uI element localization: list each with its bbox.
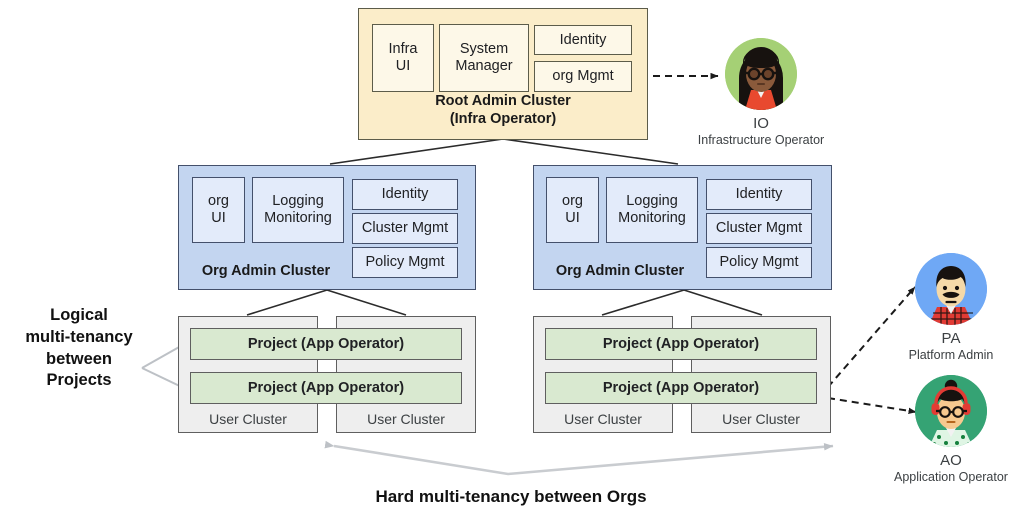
project-right-1[interactable]: Project (App Operator) [545,328,817,360]
hard-multitenancy-note: Hard multi-tenancy between Orgs [375,487,647,506]
org-right-component-identity[interactable]: Identity [706,179,812,210]
persona-ao-initials: AO [940,452,962,469]
org-admin-cluster-left-title: Org Admin Cluster [201,263,331,279]
root-component-infra-ui[interactable]: Infra UI [372,24,434,92]
persona-pa-initials: PA [941,330,961,347]
connector-org-left-to-userclusters [246,289,407,316]
org-left-component-logging-monitoring[interactable]: Logging Monitoring [252,177,344,243]
logical-multitenancy-note: Logical multi-tenancy between Projects [14,305,144,392]
user-cluster-left-2-label: User Cluster [367,411,445,427]
org-admin-cluster-right-title: Org Admin Cluster [555,263,685,279]
user-cluster-left-1-label: User Cluster [209,411,287,427]
org-left-component-cluster-mgmt-label: Cluster Mgmt [361,220,449,237]
org-left-component-policy-mgmt-label: Policy Mgmt [365,254,445,271]
project-right-2-label: Project (App Operator) [602,379,760,396]
project-left-2[interactable]: Project (App Operator) [190,372,462,404]
persona-ao-role: Application Operator [894,470,1008,484]
root-component-system-manager[interactable]: System Manager [439,24,529,92]
root-component-identity[interactable]: Identity [534,25,632,55]
org-left-component-policy-mgmt[interactable]: Policy Mgmt [352,247,458,278]
root-component-org-mgmt[interactable]: org Mgmt [534,61,632,92]
org-right-component-identity-label: Identity [735,186,783,203]
org-left-component-org-ui[interactable]: org UI [192,177,245,243]
org-left-component-logging-monitoring-line1: Logging [272,193,324,210]
persona-ao[interactable]: AO Application Operator [885,375,1017,484]
logical-multitenancy-note-line3: between [45,349,113,368]
org-right-component-org-ui-line2: UI [565,210,580,226]
project-left-2-label: Project (App Operator) [247,379,405,396]
org-left-component-identity[interactable]: Identity [352,179,458,210]
platform-admin-avatar [915,253,987,325]
org-right-component-cluster-mgmt[interactable]: Cluster Mgmt [706,213,812,244]
project-left-1[interactable]: Project (App Operator) [190,328,462,360]
org-right-component-policy-mgmt[interactable]: Policy Mgmt [706,247,812,278]
root-component-system-manager-line2: Manager [455,58,513,74]
user-cluster-right-1-label: User Cluster [564,411,642,427]
org-left-component-logging-monitoring-line2: Monitoring [264,210,332,226]
root-component-infra-ui-line1: Infra [388,41,418,58]
persona-pa[interactable]: PA Platform Admin [885,253,1017,362]
org-left-component-identity-label: Identity [381,186,429,203]
org-left-component-cluster-mgmt[interactable]: Cluster Mgmt [352,213,458,244]
root-component-infra-ui-line2: UI [395,58,411,74]
org-right-component-org-ui[interactable]: org UI [546,177,599,243]
root-admin-cluster-title-line2: (Infra Operator) [449,110,557,127]
org-right-component-policy-mgmt-label: Policy Mgmt [719,254,799,271]
arrow-hard-multitenancy [324,440,834,476]
connector-org-right-to-userclusters [601,289,763,316]
org-right-component-org-ui-line1: org [562,193,583,210]
root-component-system-manager-line1: System [459,41,509,58]
org-left-component-org-ui-line1: org [208,193,229,210]
root-admin-cluster-title: Root Admin Cluster (Infra Operator) [358,93,648,128]
root-component-org-mgmt-label: org Mgmt [552,68,614,85]
project-right-2[interactable]: Project (App Operator) [545,372,817,404]
persona-io-initials: IO [753,115,769,132]
project-right-1-label: Project (App Operator) [602,335,760,352]
org-right-component-logging-monitoring[interactable]: Logging Monitoring [606,177,698,243]
persona-io[interactable]: IO Infrastructure Operator [695,38,827,147]
root-component-identity-label: Identity [559,31,607,48]
connector-root-to-orgs [329,138,679,165]
persona-pa-role: Platform Admin [908,348,994,362]
application-operator-avatar [915,375,987,447]
user-cluster-right-2-label: User Cluster [722,411,800,427]
logical-multitenancy-note-line4: Projects [46,371,112,390]
org-right-component-logging-monitoring-line2: Monitoring [618,210,686,226]
root-admin-cluster-title-line1: Root Admin Cluster [435,93,571,109]
logical-multitenancy-note-line2: multi-tenancy [25,327,133,346]
org-right-component-cluster-mgmt-label: Cluster Mgmt [715,220,803,237]
project-left-1-label: Project (App Operator) [247,335,405,352]
org-left-component-org-ui-line2: UI [211,210,226,226]
infrastructure-operator-avatar [725,38,797,110]
logical-multitenancy-note-line1: Logical [50,306,108,324]
org-right-component-logging-monitoring-line1: Logging [626,193,678,210]
persona-io-role: Infrastructure Operator [697,133,825,147]
